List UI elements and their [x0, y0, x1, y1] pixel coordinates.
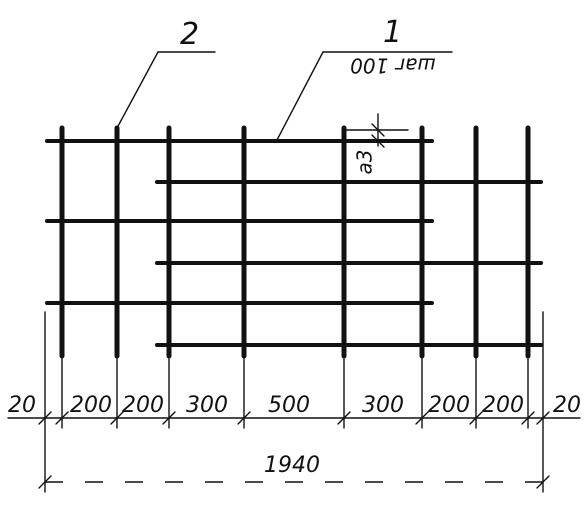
dimension-label: 500 — [268, 393, 310, 418]
dimension-label: 200 — [70, 393, 112, 418]
dimension-label: 200 — [428, 393, 470, 418]
overall-tick — [38, 475, 52, 489]
dimension-tick — [536, 411, 550, 425]
callout-1-label: 1 — [383, 15, 402, 50]
dimension-labels: 20 200 200 300 500 300 200 200 20 — [8, 393, 581, 418]
dimension-tick — [337, 411, 351, 425]
leader-1 — [276, 51, 324, 141]
dimension-tick — [38, 411, 52, 425]
dimension-ticks — [38, 411, 550, 425]
dimension-tick — [469, 411, 483, 425]
overall-tick — [536, 475, 550, 489]
leader-2 — [116, 51, 159, 129]
spacing-label: a3 — [353, 150, 377, 175]
dimension-label: 300 — [362, 393, 404, 418]
dimension-tick — [55, 411, 69, 425]
dimension-tick — [415, 411, 429, 425]
spacing-tick — [371, 134, 385, 148]
dimension-tick — [237, 411, 251, 425]
dimension-label: 200 — [482, 393, 524, 418]
spacing-tick — [371, 123, 385, 137]
dimension-tick — [162, 411, 176, 425]
dimension-label: 300 — [186, 393, 228, 418]
dimension-label: 20 — [8, 393, 36, 418]
dimension-label: 200 — [122, 393, 164, 418]
dimension-tick — [110, 411, 124, 425]
extension-lines — [44, 311, 544, 493]
callout-2-label: 2 — [180, 17, 199, 52]
transverse-bars — [59, 125, 531, 359]
total-dimension-label: 1940 — [264, 453, 320, 478]
dimension-label: 20 — [553, 393, 581, 418]
longitudinal-bars — [45, 139, 543, 347]
dimension-tick — [521, 411, 535, 425]
callout-leaders — [116, 51, 453, 141]
spacing-dimension — [345, 113, 409, 148]
spec-text: шаг 100 — [350, 54, 436, 78]
